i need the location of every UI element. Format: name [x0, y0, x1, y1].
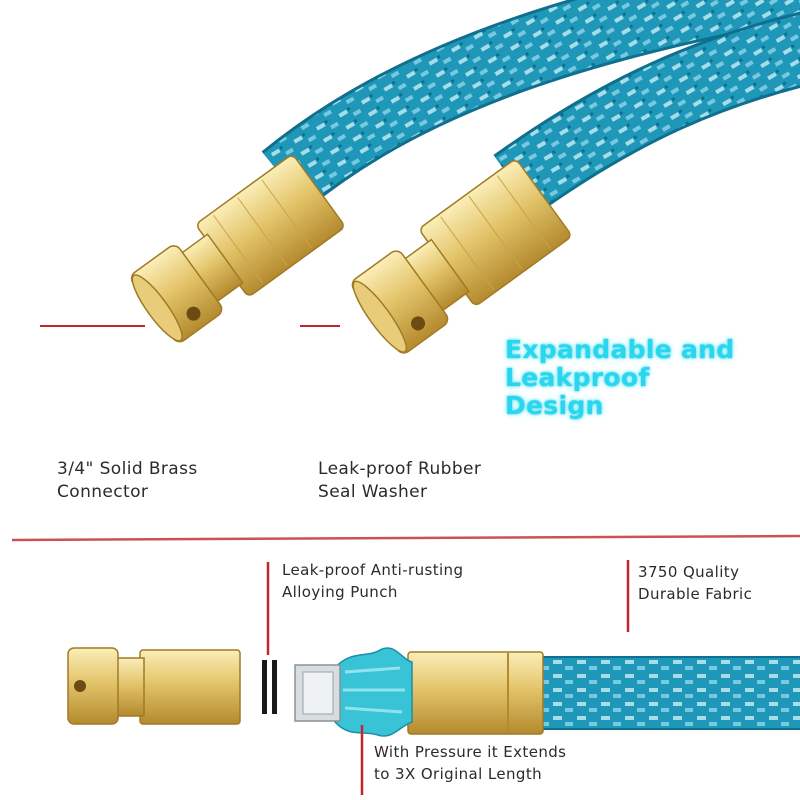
callout-pressure: With Pressure it Extends to 3X Original … [374, 741, 566, 785]
callout-line-washer [298, 325, 340, 500]
lower-alloy-punch [294, 664, 341, 722]
brass-connector-right [351, 160, 571, 354]
callout-fabric-line-1: 3750 Quality [638, 563, 740, 581]
callout-punch-line-1: Leak-proof Anti-rusting [282, 561, 464, 579]
callout-pressure-line-1: With Pressure it Extends [374, 743, 567, 761]
headline: Expandable and Leakproof Design [505, 336, 734, 420]
upper-hose-left [261, 0, 800, 209]
callout-line-brass [38, 325, 145, 500]
section-divider [11, 534, 800, 542]
headline-line-1: Expandable and [505, 335, 735, 364]
lower-hose [539, 656, 800, 730]
lower-rubber-rings [262, 660, 277, 714]
callout-pressure-line-2: to 3X Original Length [374, 765, 543, 783]
brass-connector-left [130, 155, 344, 343]
callout-brass-line-1: 3/4" Solid Brass [57, 459, 198, 479]
callout-fabric: 3750 Quality Durable Fabric [638, 561, 752, 605]
callout-brass-connector: 3/4" Solid Brass Connector [57, 458, 198, 504]
upper-hose-right [493, 11, 800, 216]
callout-fabric-line-2: Durable Fabric [638, 585, 753, 603]
lower-inner-tube [334, 647, 413, 737]
callout-punch-line-2: Alloying Punch [282, 583, 398, 601]
callout-washer-line-1: Leak-proof Rubber [318, 459, 482, 479]
headline-line-3: Design [505, 391, 604, 420]
callout-brass-line-2: Connector [57, 482, 149, 502]
callout-washer-line-2: Seal Washer [318, 482, 428, 502]
lower-brass-connector [67, 647, 241, 725]
callout-rubber-washer: Leak-proof Rubber Seal Washer [318, 458, 481, 504]
callout-alloy-punch: Leak-proof Anti-rusting Alloying Punch [282, 559, 463, 603]
lower-sleeve-connector [407, 651, 544, 735]
headline-line-2: Leakproof [505, 363, 650, 392]
